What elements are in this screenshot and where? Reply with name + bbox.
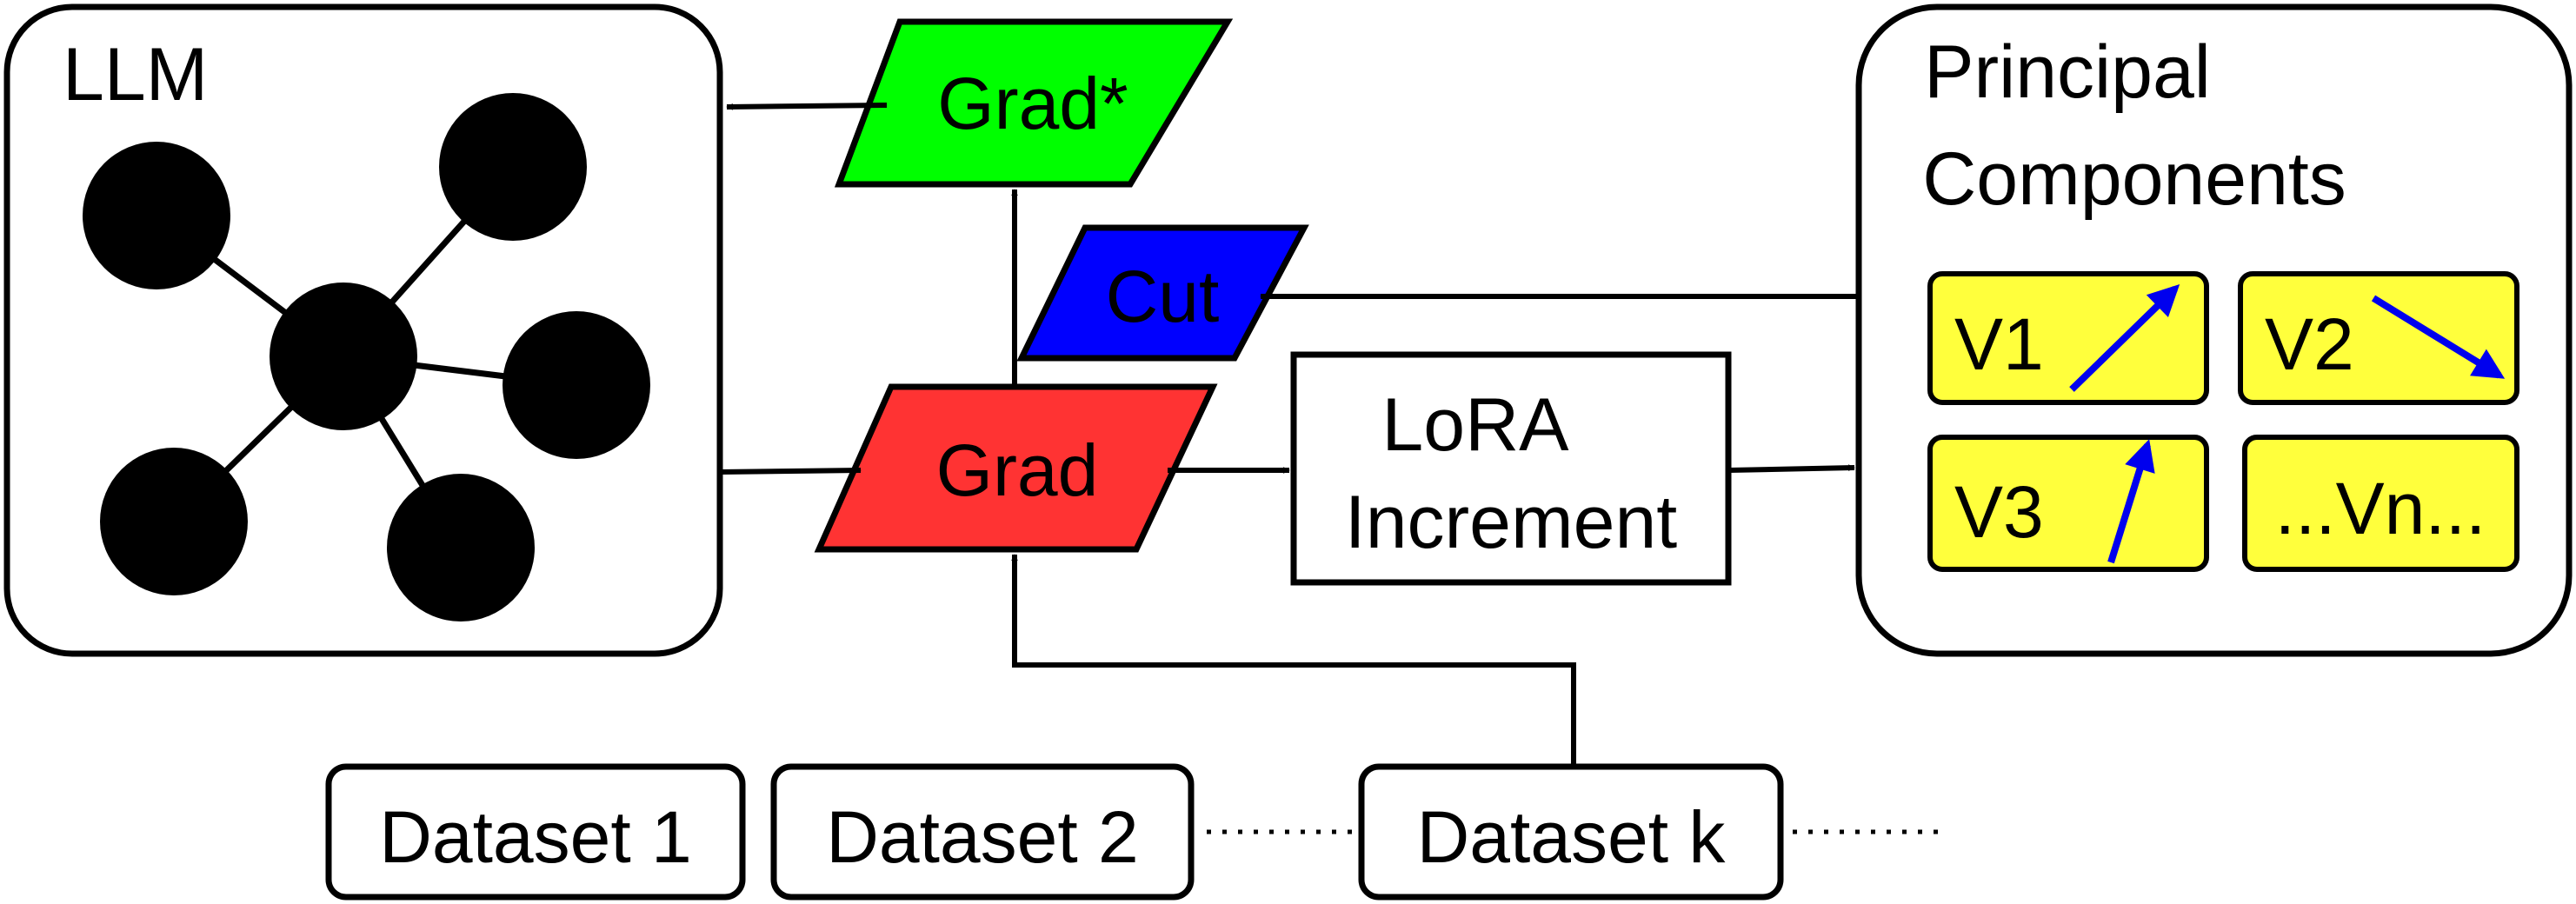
principal-label-line2: Components — [1922, 137, 2346, 221]
cut-label: Cut — [1106, 256, 1220, 337]
dataset-2-label: Dataset 2 — [826, 796, 1139, 878]
arrow-dataset-to-grad — [1011, 554, 1576, 767]
dataset-1-label: Dataset 1 — [379, 796, 692, 878]
vector-v2-arrow-icon — [2371, 295, 2506, 379]
dataset-1: Dataset 1 — [325, 763, 746, 901]
cut-block: Cut — [1016, 224, 1309, 362]
network-node — [503, 311, 650, 459]
lora-increment-box — [1290, 351, 1732, 586]
lora-label-line2: Increment — [1345, 481, 1677, 564]
grad-shape — [814, 383, 1218, 553]
lora-increment-block: LoRA Increment — [1290, 351, 1732, 586]
network-node — [100, 448, 248, 595]
dataset-2: Dataset 2 — [770, 763, 1195, 901]
vector-vn-box — [2242, 435, 2519, 572]
grad-star-label: Grad* — [937, 63, 1128, 144]
vector-v1-box — [1927, 271, 2209, 405]
network-node — [439, 93, 587, 241]
arrow-grad-star-to-llm — [726, 103, 888, 110]
llm-block: LLM — [3, 3, 723, 657]
vector-v1-label: V1 — [1954, 303, 2044, 385]
vector-v3: V3 — [1927, 435, 2209, 572]
vector-vn-label: ...Vn... — [2275, 468, 2486, 549]
vector-v2: V2 — [2238, 271, 2519, 405]
network-node — [387, 474, 535, 622]
vector-vn: ...Vn... — [2242, 435, 2519, 572]
principal-components-block: Principal Components V1 V2 V3 ...Vn... — [1855, 3, 2573, 657]
vector-v1: V1 — [1927, 271, 2209, 405]
dataset-k-label: Dataset k — [1417, 796, 1727, 878]
cut-shape — [1016, 224, 1309, 362]
network-node — [83, 142, 230, 289]
dataset-1-box — [325, 763, 746, 901]
vector-v1-arrow-icon — [2069, 283, 2180, 392]
grad-label: Grad — [936, 429, 1099, 511]
vector-v2-label: V2 — [2265, 303, 2354, 385]
network-graph-icon — [83, 93, 650, 622]
vector-v3-arrow-icon — [2107, 439, 2155, 564]
grad-block: Grad — [814, 383, 1218, 553]
dataset-2-box — [770, 763, 1195, 901]
grad-star-block: Grad* — [834, 18, 1234, 188]
arrow-llm-to-grad — [719, 467, 862, 475]
llm-label: LLM — [63, 33, 208, 116]
grad-star-shape — [834, 18, 1234, 188]
dataset-k: Dataset k — [1358, 763, 1784, 901]
vector-v2-box — [2238, 271, 2519, 405]
arrow-lora-to-principal — [1727, 464, 1855, 473]
vector-v3-label: V3 — [1954, 471, 2044, 553]
lora-label-line1: LoRA — [1381, 383, 1569, 467]
network-node — [270, 282, 417, 430]
principal-label-line1: Principal — [1924, 30, 2211, 114]
